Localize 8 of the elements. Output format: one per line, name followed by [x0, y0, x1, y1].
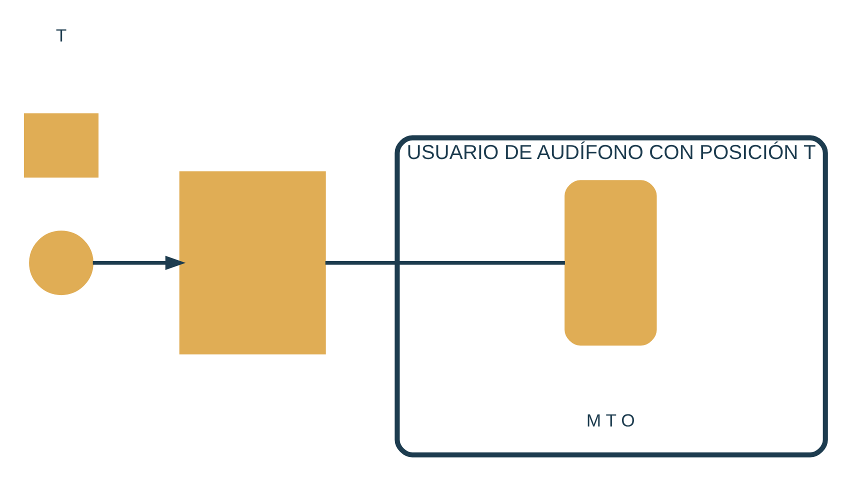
label: M T O: [586, 410, 635, 430]
node-circle: [29, 230, 94, 295]
connector: [325, 260, 565, 264]
node-box: [24, 112, 99, 178]
arrow: [92, 255, 186, 270]
node-box: [564, 180, 657, 346]
label: T: [56, 24, 67, 45]
node-box: [179, 170, 326, 354]
